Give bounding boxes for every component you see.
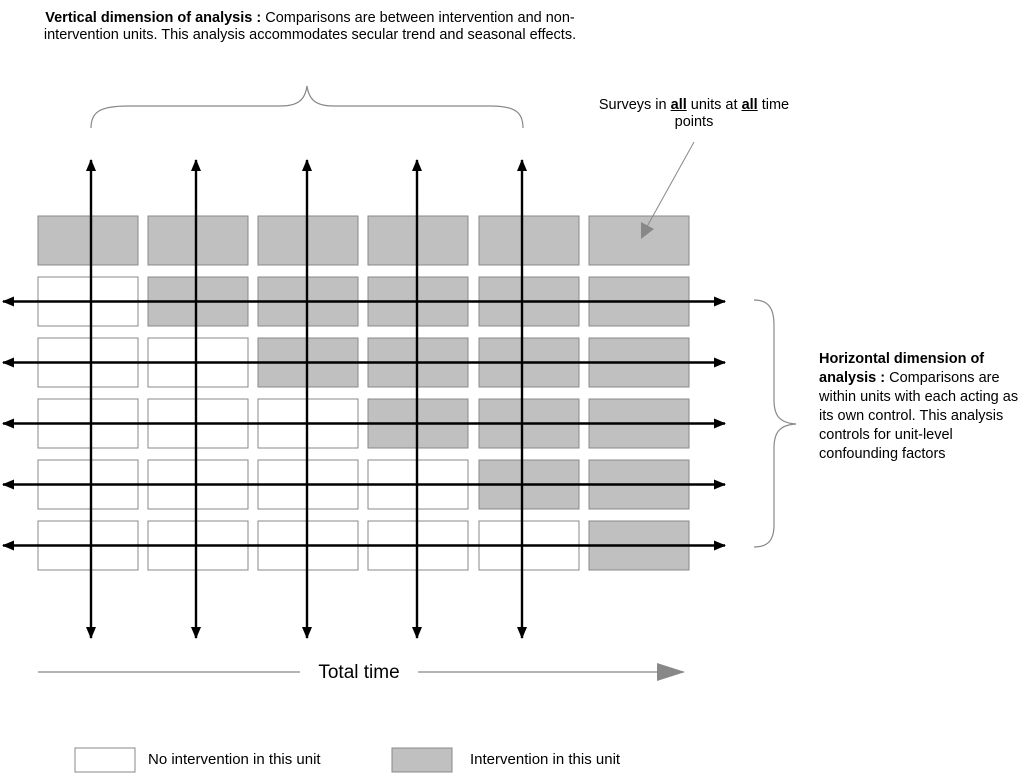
horizontal-dimension-body: Comparisons are within units with each a… xyxy=(819,370,1019,462)
surveys-note: Surveys in all units at all time points xyxy=(596,97,792,131)
survey-pointer-head xyxy=(641,222,654,239)
horizontal-dimension-description: Horizontal dimension of analysis : Compa… xyxy=(819,350,1024,464)
intervention-cell xyxy=(37,215,139,266)
vertical-dimension-title: Vertical dimension of analysis : xyxy=(45,10,262,26)
unit-time-cells xyxy=(37,215,690,571)
vertical-brace xyxy=(90,85,524,129)
horizontal-dimension-title: Horizontal dimension of analysis : xyxy=(819,351,985,386)
surveys-note-mid: units at xyxy=(686,97,742,113)
intervention-cell xyxy=(478,215,580,266)
surveys-note-emphasis-time: all xyxy=(741,97,758,113)
surveys-note-prefix: Surveys in xyxy=(598,97,671,113)
vertical-dimension-description: Vertical dimension of analysis : Compari… xyxy=(10,10,610,44)
horizontal-brace xyxy=(753,299,797,548)
survey-pointer-line xyxy=(643,141,695,233)
horizontal-arrows xyxy=(2,296,726,551)
intervention-cell xyxy=(147,215,249,266)
surveys-note-suffix: time points xyxy=(674,97,790,130)
vertical-dimension-body: Comparisons are between intervention and… xyxy=(43,10,577,43)
total-time-label: Total time xyxy=(300,661,418,685)
intervention-cell xyxy=(588,215,690,266)
legend-no-intervention-label: No intervention in this unit xyxy=(148,751,321,768)
legend-intervention-swatch xyxy=(391,747,453,773)
legend-no-intervention-swatch xyxy=(74,747,136,773)
legend-intervention-label: Intervention in this unit xyxy=(470,751,621,768)
surveys-note-emphasis-units: all xyxy=(670,97,687,113)
vertical-arrows xyxy=(86,159,527,639)
